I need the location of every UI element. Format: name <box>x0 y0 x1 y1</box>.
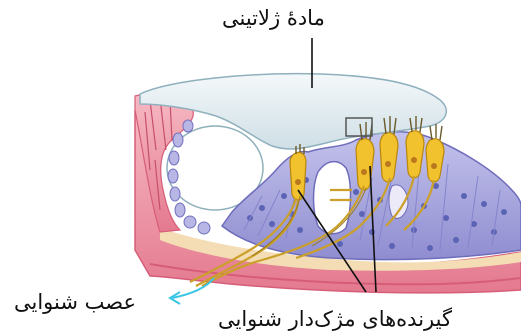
gelatinous-material-label: مادۀ ژلاتینی <box>222 8 325 29</box>
auditory-hair-cells-label: گیرنده‌های مژک‌دار شنوایی <box>218 309 452 330</box>
auditory-nerve-label: عصب شنوایی <box>14 292 136 313</box>
